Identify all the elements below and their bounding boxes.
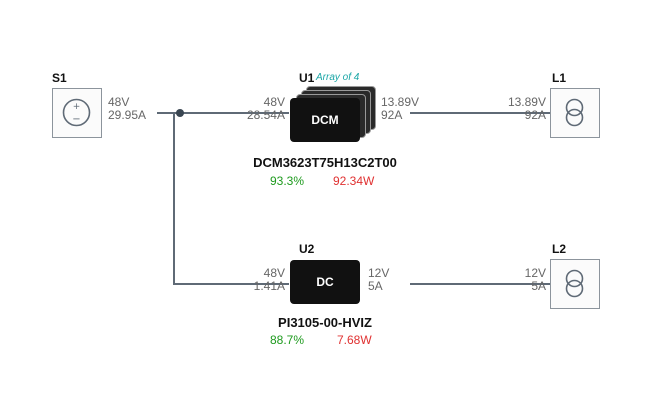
u1-chip-label: DCM: [311, 113, 339, 127]
u2-in-current: 1.41A: [253, 279, 285, 293]
l2-voltage: 12V: [524, 266, 546, 280]
voltage-source-icon: + −: [62, 98, 91, 127]
u1-array-note: Array of 4: [316, 72, 360, 83]
u1-efficiency: 93.3%: [270, 174, 305, 188]
u2-out-current: 5A: [368, 279, 383, 293]
s1-ref-label: S1: [52, 71, 67, 85]
l1-current-load[interactable]: [550, 88, 600, 138]
u2-dc-module[interactable]: DC: [290, 260, 360, 304]
u2-out-voltage: 12V: [368, 266, 390, 280]
l1-voltage: 13.89V: [507, 95, 546, 109]
current-load-icon: [565, 98, 584, 127]
svg-text:+: +: [73, 102, 81, 112]
u1-dcm-module[interactable]: DCM: [290, 98, 360, 142]
s1-current: 29.95A: [108, 108, 147, 122]
u1-power-loss: 92.34W: [333, 174, 375, 188]
junction-dot: [176, 109, 184, 117]
u1-in-voltage: 48V: [263, 95, 285, 109]
u1-part-number[interactable]: DCM3623T75H13C2T00: [253, 155, 397, 170]
wire-junction-to-u1: [179, 112, 289, 114]
u1-in-current: 28.54A: [246, 108, 285, 122]
s1-voltage: 48V: [108, 95, 130, 109]
u2-power-loss: 7.68W: [337, 333, 372, 347]
wire-to-u2: [173, 283, 289, 285]
wire-s1-to-junction: [157, 112, 179, 114]
l1-current: 92A: [524, 108, 546, 122]
u2-ref-label: U2: [299, 242, 315, 256]
u1-out-voltage: 13.89V: [381, 95, 420, 109]
wire-junction-down: [173, 112, 175, 284]
l2-current: 5A: [531, 279, 546, 293]
l1-ref-label: L1: [552, 71, 567, 85]
u2-in-voltage: 48V: [263, 266, 285, 280]
l2-current-load[interactable]: [550, 259, 600, 309]
u1-ref-label: U1: [299, 71, 315, 85]
u2-efficiency: 88.7%: [270, 333, 305, 347]
u2-part-number[interactable]: PI3105-00-HVIZ: [278, 315, 372, 330]
s1-voltage-source[interactable]: + −: [52, 88, 102, 138]
l2-ref-label: L2: [552, 242, 567, 256]
svg-text:−: −: [72, 114, 80, 125]
u1-out-current: 92A: [381, 108, 403, 122]
wire-u1-to-l1: [410, 112, 550, 114]
wire-u2-to-l2: [410, 283, 550, 285]
current-load-icon: [565, 269, 584, 298]
u2-chip-label: DC: [316, 275, 334, 289]
